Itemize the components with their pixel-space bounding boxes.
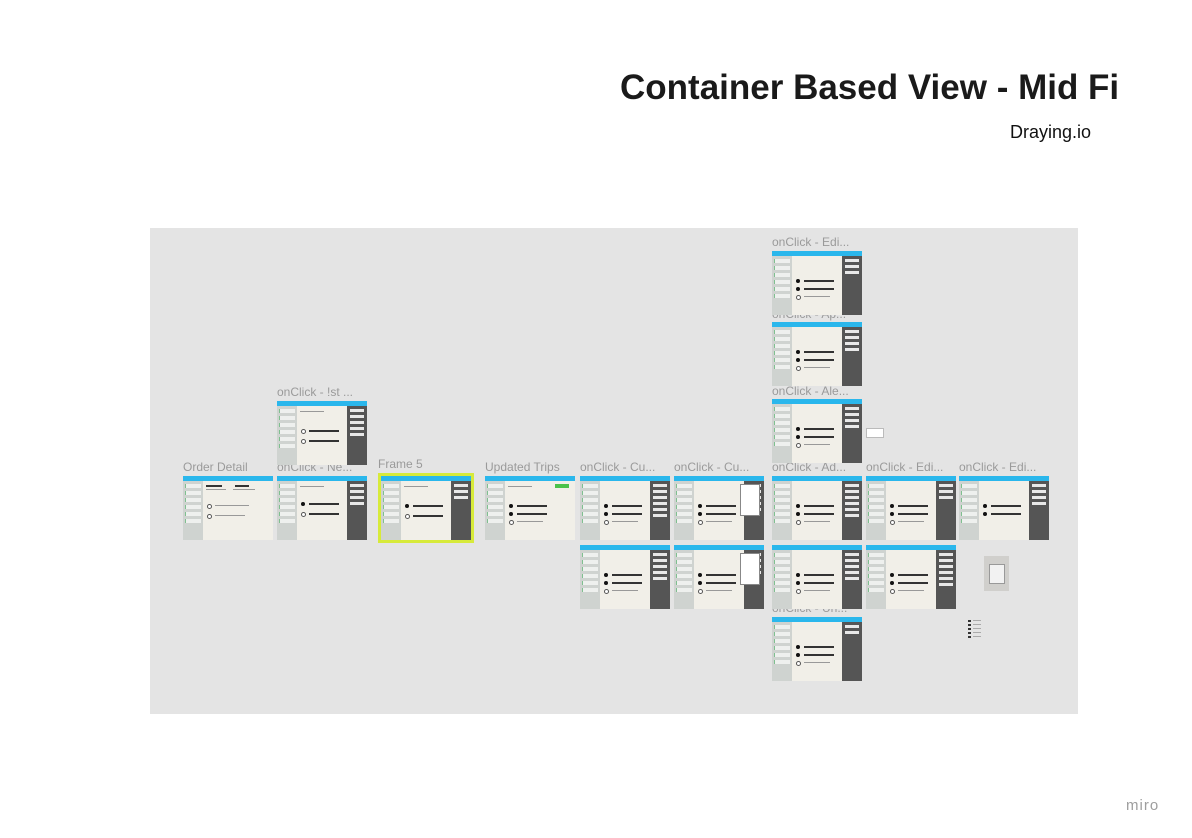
frame-thumbnail[interactable] <box>772 617 862 681</box>
frame-thumbnail[interactable] <box>772 476 862 540</box>
miro-logo: miro <box>1126 797 1160 814</box>
frame-thumbnail[interactable] <box>674 476 764 540</box>
frame-thumbnail[interactable] <box>772 251 862 315</box>
frame-label[interactable]: onClick - Ale... <box>772 384 849 398</box>
board-subtitle: Draying.io <box>1010 122 1092 142</box>
frame-thumbnail[interactable] <box>485 476 575 540</box>
frame-thumbnail[interactable] <box>580 545 670 609</box>
board-title: Container Based View - Mid Fi <box>620 68 1120 107</box>
frame-thumbnail[interactable] <box>183 476 273 540</box>
frame-label[interactable]: onClick - Cu... <box>674 460 750 474</box>
sticky-note[interactable] <box>866 428 884 438</box>
frame-label[interactable]: onClick - Cu... <box>580 460 656 474</box>
frame-label[interactable]: onClick - Edi... <box>866 460 944 474</box>
frame-thumbnail-selected[interactable] <box>378 473 474 543</box>
frame-label-order-detail[interactable]: Order Detail <box>183 460 248 474</box>
frame-label[interactable]: onClick - Edi... <box>959 460 1037 474</box>
frame-label[interactable]: onClick - Edi... <box>772 235 850 249</box>
frame-thumbnail[interactable] <box>866 476 956 540</box>
frame-label[interactable]: onClick - !st ... <box>277 385 354 399</box>
frame-thumbnail[interactable] <box>772 545 862 609</box>
frame-label-updated-trips[interactable]: Updated Trips <box>485 460 560 474</box>
frame-label-frame-5[interactable]: Frame 5 <box>378 457 423 471</box>
bullet-list-widget[interactable] <box>968 620 982 640</box>
frame-thumbnail[interactable] <box>772 322 862 386</box>
canvas-board[interactable] <box>150 228 1078 714</box>
frame-thumbnail[interactable] <box>772 399 862 463</box>
frame-thumbnail[interactable] <box>959 476 1049 540</box>
frame-thumbnail[interactable] <box>277 476 367 540</box>
frame-thumbnail[interactable] <box>866 545 956 609</box>
frame-thumbnail[interactable] <box>674 545 764 609</box>
frame-thumbnail[interactable] <box>277 401 367 465</box>
frame-thumbnail[interactable] <box>580 476 670 540</box>
image-thumbnail[interactable] <box>984 556 1009 591</box>
